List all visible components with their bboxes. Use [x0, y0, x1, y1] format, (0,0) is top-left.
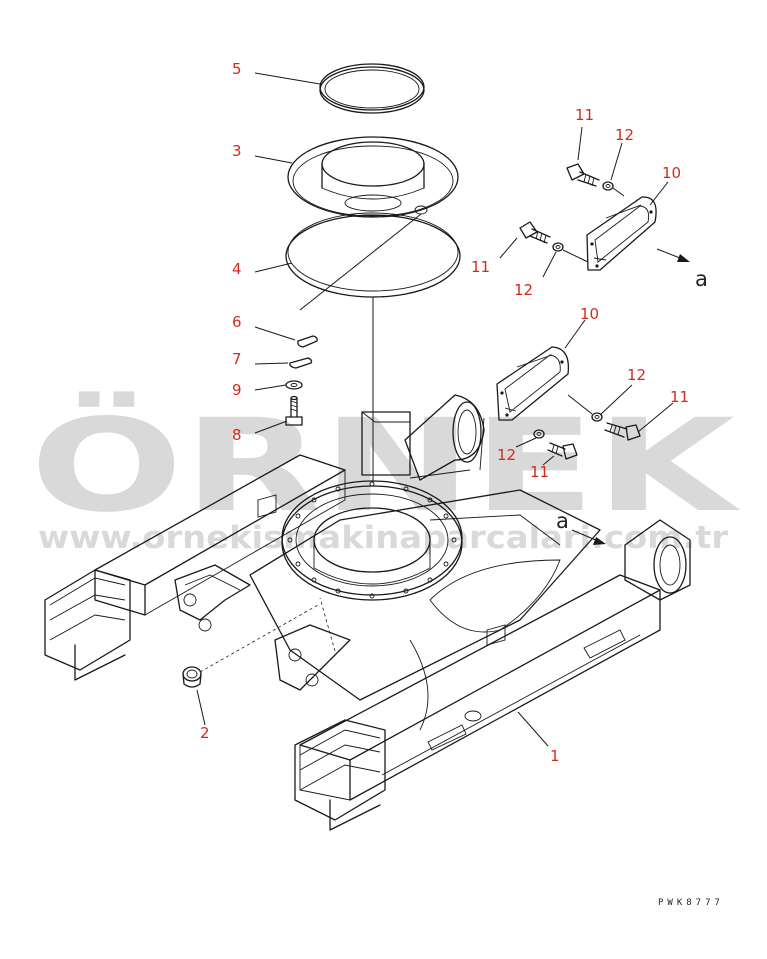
callout-12-lower: 12	[497, 446, 516, 464]
callout-2: 2	[200, 724, 210, 742]
plug-part	[182, 666, 202, 688]
cover-plate-part	[297, 335, 318, 348]
track-frame-cover-lower	[496, 346, 570, 421]
view-arrow-lower	[571, 529, 606, 545]
washer-mid-b	[533, 429, 545, 439]
bolt-part-8	[285, 395, 303, 426]
track-frame-part	[44, 394, 691, 831]
washer-upper-b	[552, 242, 564, 252]
callout-1: 1	[550, 747, 560, 765]
callouts: 5 3 4 6 7 9 8 11 12 10 11 12 10 12 11 12…	[200, 60, 708, 765]
callout-12-mid: 12	[627, 366, 646, 384]
seal-ring-part	[319, 63, 425, 114]
leader-lines	[196, 72, 674, 747]
callout-10-lower: 10	[580, 305, 599, 323]
callout-3: 3	[232, 142, 242, 160]
track-frame-cover-upper	[586, 196, 657, 271]
callout-8: 8	[232, 426, 242, 444]
callout-11-lower: 11	[530, 463, 549, 481]
shim-part	[289, 357, 313, 369]
bolt-upper-a	[566, 163, 600, 187]
callout-7: 7	[232, 350, 242, 368]
callout-10-upper: 10	[662, 164, 681, 182]
bolt-mid-a	[604, 422, 641, 441]
callout-9: 9	[232, 381, 242, 399]
callout-6: 6	[232, 313, 242, 331]
view-arrow-upper	[656, 248, 690, 262]
watermark-brand: ÖRNEK	[30, 391, 742, 541]
view-label-upper: a	[695, 267, 708, 291]
washer-part-9	[285, 380, 303, 390]
callout-11-upper-left: 11	[471, 258, 490, 276]
callout-4: 4	[232, 260, 242, 278]
callout-12-upper: 12	[615, 126, 634, 144]
watermark: ÖRNEK www.ornekismakinaparcalari.com.tr	[30, 391, 742, 556]
bearing-collar-part	[287, 136, 459, 218]
washer-mid-a	[591, 412, 603, 422]
callout-5: 5	[232, 60, 242, 78]
washer-upper-a	[602, 181, 614, 191]
callout-11-mid: 11	[670, 388, 689, 406]
bolt-mid-b	[547, 442, 578, 460]
view-label-lower: a	[556, 509, 569, 533]
gasket-part	[285, 212, 461, 311]
callout-12-upper-left: 12	[514, 281, 533, 299]
drawing-code: PWK8777	[658, 898, 724, 908]
bolt-upper-b	[519, 221, 551, 244]
callout-11-upper: 11	[575, 106, 594, 124]
